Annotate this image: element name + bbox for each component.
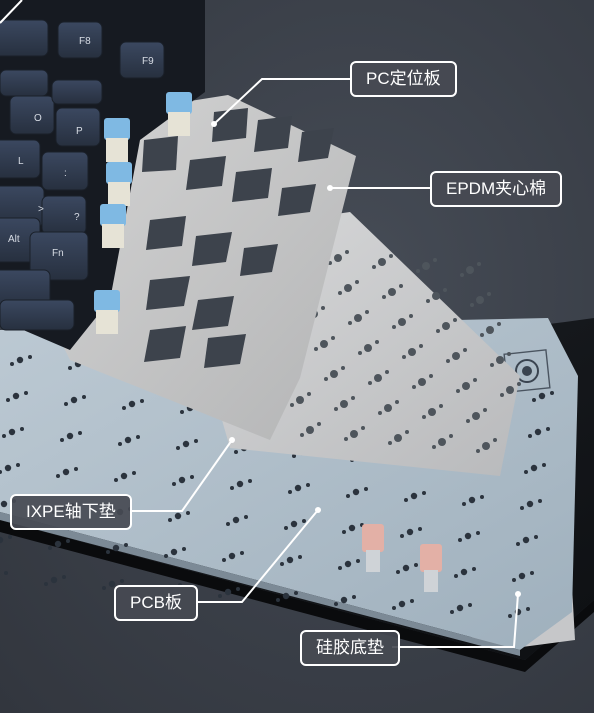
label-silicone-pad: 硅胶底垫 xyxy=(300,630,400,666)
keycap xyxy=(41,151,89,191)
keycap-legends: F8 F9 O P L : > ? Alt Fn xyxy=(8,36,154,259)
blue-switch xyxy=(104,118,130,140)
blue-switch xyxy=(166,92,192,114)
label-ixpe-pad: IXPE轴下垫 xyxy=(10,494,132,530)
key-semicolon-legend: : xyxy=(64,168,67,179)
plate-cutouts xyxy=(142,108,334,368)
key-p-legend: P xyxy=(76,126,83,137)
keycap xyxy=(29,231,89,281)
label-pcb: PCB板 xyxy=(114,585,198,621)
blue-switches xyxy=(94,92,192,334)
pink-switch xyxy=(420,544,442,592)
key-l-legend: L xyxy=(18,156,24,167)
key-f9-legend: F9 xyxy=(142,56,154,67)
key-slash-legend: ? xyxy=(74,212,80,223)
blue-switch xyxy=(100,204,126,226)
keycaps xyxy=(0,19,165,331)
keycap xyxy=(0,69,49,97)
key-period-legend: > xyxy=(38,204,44,215)
pink-switch xyxy=(362,524,384,572)
keycap xyxy=(0,299,75,331)
blue-switch xyxy=(94,290,120,312)
key-o-legend: O xyxy=(34,113,42,124)
key-alt-legend: Alt xyxy=(8,234,20,245)
keycap xyxy=(51,79,103,105)
blue-switch xyxy=(106,162,132,184)
label-pc-plate: PC定位板 xyxy=(350,61,457,97)
keycap xyxy=(0,139,41,179)
keycap xyxy=(119,41,165,79)
label-epdm-foam: EPDM夹心棉 xyxy=(430,171,563,207)
keycap xyxy=(9,95,55,135)
keycap xyxy=(0,19,49,57)
case-rim xyxy=(0,520,594,672)
key-f8-legend: F8 xyxy=(79,36,91,47)
keycap xyxy=(57,21,103,59)
key-fn-legend: Fn xyxy=(52,248,64,259)
keycap xyxy=(55,107,101,147)
